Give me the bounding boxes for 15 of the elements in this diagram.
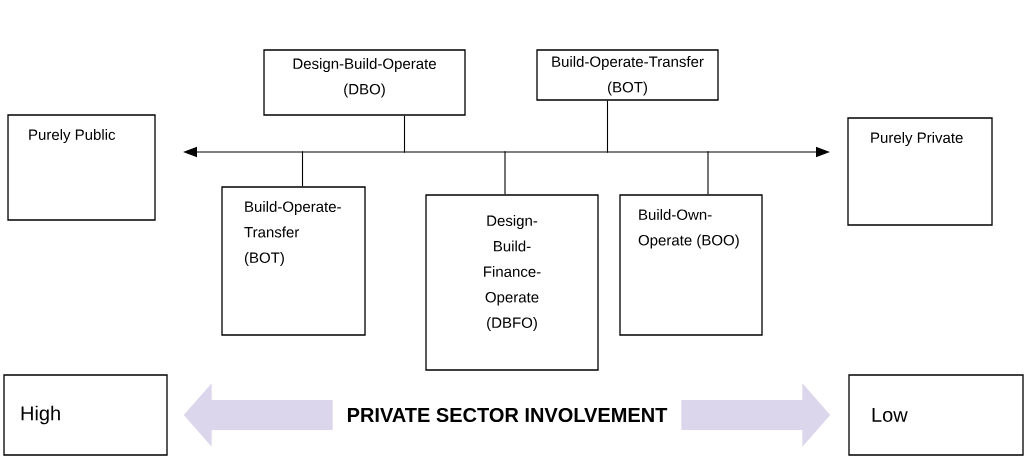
text-box: Design-Build-Operate (DBO) bbox=[263, 49, 466, 116]
text-box: Build-Operate-Transfer (BOT) bbox=[221, 186, 366, 336]
text-box: Low bbox=[848, 374, 1024, 456]
edge-label: PRIVATE SECTOR INVOLVEMENT bbox=[332, 399, 682, 431]
connector-line bbox=[301, 150, 304, 187]
connector-line bbox=[707, 150, 709, 195]
text-box: Design-Build-Finance-Operate (DBFO) bbox=[425, 194, 599, 371]
connector-line bbox=[504, 150, 506, 195]
text-box: Build-Own-Operate (BOO) bbox=[619, 194, 763, 336]
connector-line bbox=[606, 100, 609, 154]
connector-line bbox=[403, 115, 406, 154]
text-box: Build-Operate-Transfer (BOT) bbox=[536, 49, 719, 101]
text-box: Purely Private bbox=[847, 117, 993, 226]
text-box: Purely Public bbox=[7, 114, 156, 221]
text-box: High bbox=[3, 374, 168, 456]
